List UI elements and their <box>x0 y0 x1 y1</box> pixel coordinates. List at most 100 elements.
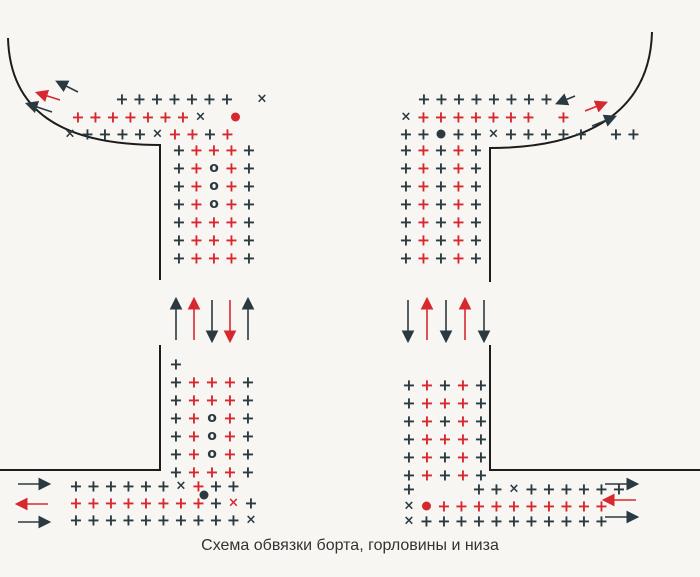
plus-symbol: + <box>203 90 216 109</box>
plus-symbol: + <box>71 108 84 127</box>
plus-symbol: + <box>420 466 433 485</box>
plus-symbol: + <box>168 90 181 109</box>
plus-symbol: + <box>399 141 412 160</box>
plus-symbol: + <box>487 90 500 109</box>
plus-symbol: + <box>168 125 181 144</box>
plus-symbol: + <box>469 141 482 160</box>
filled-dot-symbol <box>231 112 240 122</box>
plus-symbol: + <box>507 512 520 531</box>
plus-symbol: + <box>452 231 465 250</box>
plus-symbol: + <box>176 108 189 127</box>
plus-symbol: + <box>417 231 430 250</box>
plus-symbol: + <box>187 427 200 446</box>
plus-symbol: + <box>560 497 573 516</box>
plus-symbol: + <box>209 494 222 513</box>
plus-symbol: + <box>87 477 100 496</box>
plus-symbol: + <box>242 213 255 232</box>
plus-symbol: + <box>402 394 415 413</box>
top-right-outline <box>489 31 653 282</box>
plus-symbol: + <box>203 125 216 144</box>
plus-symbol: + <box>122 511 135 530</box>
bottom-right-outline <box>489 345 700 471</box>
plus-symbol: + <box>456 412 469 431</box>
plus-symbol: + <box>507 497 520 516</box>
plus-symbol: + <box>69 494 82 513</box>
plus-symbol: + <box>456 430 469 449</box>
plus-symbol: + <box>434 231 447 250</box>
plus-symbol: + <box>560 480 573 499</box>
plus-symbol: + <box>242 141 255 160</box>
plus-symbol: + <box>474 430 487 449</box>
cross-symbol: × <box>195 110 206 125</box>
plus-symbol: + <box>399 159 412 178</box>
plus-symbol: + <box>627 125 640 144</box>
plus-symbol: + <box>452 108 465 127</box>
plus-symbol: + <box>542 480 555 499</box>
plus-symbol: + <box>470 90 483 109</box>
plus-symbol: + <box>399 125 412 144</box>
plus-symbol: + <box>539 125 552 144</box>
cross-symbol: × <box>65 127 76 142</box>
plus-symbol: + <box>115 90 128 109</box>
plus-symbol: + <box>577 512 590 531</box>
plus-symbol: + <box>399 177 412 196</box>
plus-symbol: + <box>187 373 200 392</box>
plus-symbol: + <box>557 108 570 127</box>
plus-symbol: + <box>172 177 185 196</box>
plus-symbol: + <box>241 391 254 410</box>
plus-symbol: + <box>399 195 412 214</box>
plus-symbol: + <box>241 409 254 428</box>
plus-symbol: + <box>472 497 485 516</box>
plus-symbol: + <box>474 412 487 431</box>
plus-symbol: + <box>225 213 238 232</box>
plus-symbol: + <box>190 213 203 232</box>
plus-symbol: + <box>223 391 236 410</box>
plus-symbol: + <box>174 511 187 530</box>
plus-symbol: + <box>469 213 482 232</box>
plus-symbol: + <box>122 477 135 496</box>
direction-arrow <box>584 100 608 113</box>
plus-symbol: + <box>504 108 517 127</box>
plus-symbol: + <box>474 466 487 485</box>
plus-symbol: + <box>104 511 117 530</box>
plus-symbol: + <box>402 448 415 467</box>
plus-symbol: + <box>116 125 129 144</box>
plus-symbol: + <box>190 177 203 196</box>
plus-symbol: + <box>438 430 451 449</box>
plus-symbol: + <box>456 448 469 467</box>
plus-symbol: + <box>169 427 182 446</box>
plus-symbol: + <box>190 159 203 178</box>
plus-symbol: + <box>434 159 447 178</box>
plus-symbol: + <box>69 511 82 530</box>
plus-symbol: + <box>609 125 622 144</box>
plus-symbol: + <box>157 511 170 530</box>
plus-symbol: + <box>402 480 415 499</box>
plus-symbol: + <box>420 376 433 395</box>
plus-symbol: + <box>172 231 185 250</box>
plus-symbol: + <box>223 373 236 392</box>
plus-symbol: + <box>420 394 433 413</box>
plus-symbol: + <box>452 159 465 178</box>
plus-symbol: + <box>542 512 555 531</box>
plus-symbol: + <box>241 373 254 392</box>
plus-symbol: + <box>157 494 170 513</box>
plus-symbol: + <box>452 195 465 214</box>
filled-dot-symbol <box>199 490 209 500</box>
plus-symbol: + <box>456 466 469 485</box>
plus-symbol: + <box>472 480 485 499</box>
plus-symbol: + <box>242 159 255 178</box>
plus-symbol: + <box>469 249 482 268</box>
plus-symbol: + <box>417 213 430 232</box>
plus-symbol: + <box>122 494 135 513</box>
open-circle-symbol: o <box>209 160 219 176</box>
plus-symbol: + <box>434 108 447 127</box>
plus-symbol: + <box>242 195 255 214</box>
direction-arrow <box>591 114 617 127</box>
plus-symbol: + <box>242 177 255 196</box>
plus-symbol: + <box>186 125 199 144</box>
plus-symbol: + <box>172 195 185 214</box>
plus-symbol: + <box>242 249 255 268</box>
plus-symbol: + <box>104 494 117 513</box>
plus-symbol: + <box>522 90 535 109</box>
plus-symbol: + <box>402 430 415 449</box>
